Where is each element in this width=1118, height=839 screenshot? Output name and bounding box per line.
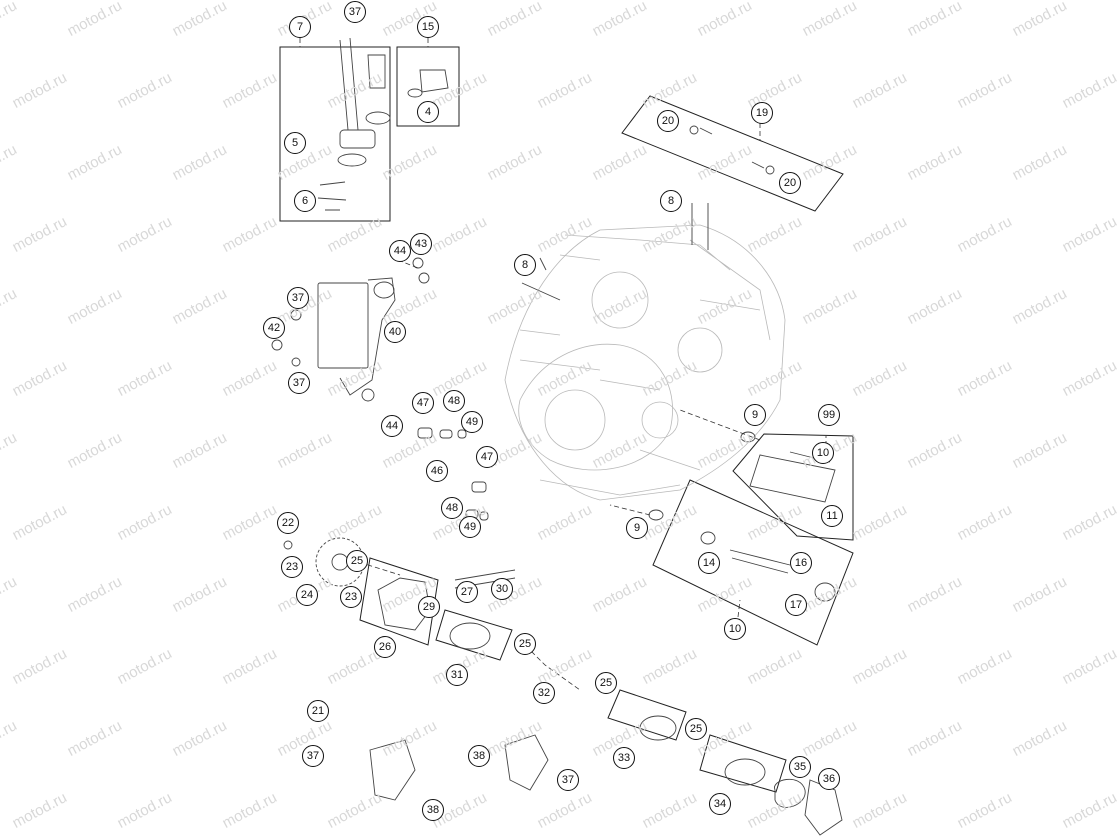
frame-group-19: [621, 95, 844, 212]
part-callout-25: 25: [685, 718, 707, 740]
frame-group-26: [359, 557, 439, 646]
part-callout-47: 47: [412, 392, 434, 414]
part-callout-37: 37: [288, 372, 310, 394]
part-callout-8: 8: [660, 190, 682, 212]
part-callout-25: 25: [346, 550, 368, 572]
part-callout-43: 43: [410, 233, 432, 255]
part-callout-31: 31: [446, 664, 468, 686]
part-callout-47: 47: [476, 446, 498, 468]
part-callout-37: 37: [344, 1, 366, 23]
part-callout-11: 11: [821, 505, 843, 527]
part-callout-37: 37: [287, 287, 309, 309]
part-callout-25: 25: [514, 633, 536, 655]
part-callout-34: 34: [709, 793, 731, 815]
frame-group-34: [699, 734, 787, 793]
frame-group-99: [732, 433, 854, 541]
part-callout-6: 6: [294, 190, 316, 212]
part-callout-20: 20: [779, 172, 801, 194]
part-callout-5: 5: [284, 132, 306, 154]
part-callout-49: 49: [459, 516, 481, 538]
part-callout-20: 20: [657, 110, 679, 132]
part-callout-99: 99: [818, 404, 840, 426]
part-callout-44: 44: [381, 415, 403, 437]
part-callout-48: 48: [441, 497, 463, 519]
part-callout-21: 21: [307, 700, 329, 722]
part-callout-37: 37: [302, 745, 324, 767]
part-callout-7: 7: [289, 16, 311, 38]
part-callout-30: 30: [491, 578, 513, 600]
part-callout-26: 26: [374, 636, 396, 658]
part-callout-19: 19: [751, 102, 773, 124]
part-callout-27: 27: [456, 581, 478, 603]
part-callout-10: 10: [724, 618, 746, 640]
part-callout-25: 25: [595, 672, 617, 694]
part-callout-22: 22: [277, 512, 299, 534]
part-callout-44: 44: [389, 240, 411, 262]
part-callout-16: 16: [790, 552, 812, 574]
part-callout-48: 48: [443, 390, 465, 412]
part-callout-23: 23: [340, 586, 362, 608]
part-callout-23: 23: [281, 556, 303, 578]
part-callout-46: 46: [426, 460, 448, 482]
part-callout-8: 8: [514, 254, 536, 276]
frame-group-31: [435, 609, 513, 661]
part-callout-40: 40: [384, 321, 406, 343]
part-callout-42: 42: [263, 317, 285, 339]
part-callout-17: 17: [785, 594, 807, 616]
engine-crankcase: [504, 224, 786, 501]
part-callout-29: 29: [418, 596, 440, 618]
part-callout-4: 4: [417, 101, 439, 123]
part-sketches: [271, 37, 843, 836]
part-callout-38: 38: [468, 745, 490, 767]
part-callout-32: 32: [533, 682, 555, 704]
part-callout-36: 36: [818, 768, 840, 790]
part-callout-9: 9: [744, 404, 766, 426]
part-callout-35: 35: [789, 756, 811, 778]
part-callout-24: 24: [296, 584, 318, 606]
part-callout-15: 15: [417, 16, 439, 38]
part-callout-10: 10: [812, 442, 834, 464]
frame-group-33: [607, 689, 687, 741]
leader-lines: [299, 38, 827, 691]
part-callout-49: 49: [461, 411, 483, 433]
frame-group-10: [652, 479, 854, 646]
frame-group-7: [279, 46, 391, 222]
part-callout-37: 37: [557, 769, 579, 791]
part-callout-9: 9: [626, 517, 648, 539]
part-callout-33: 33: [613, 747, 635, 769]
part-callout-14: 14: [698, 552, 720, 574]
part-callout-38: 38: [422, 799, 444, 821]
